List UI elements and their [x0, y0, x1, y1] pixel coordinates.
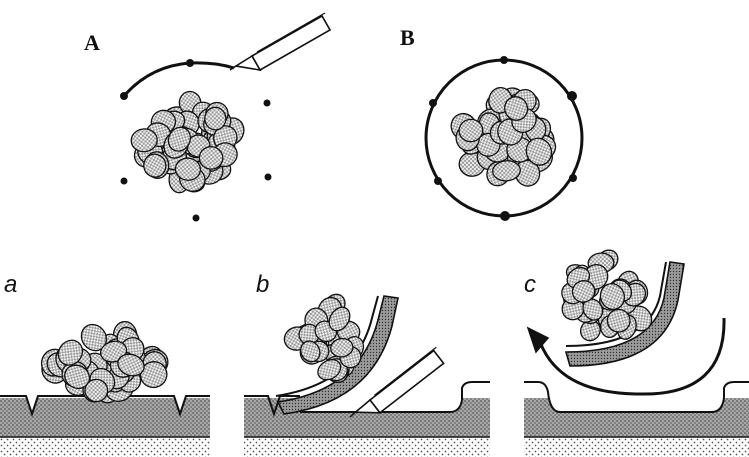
denuded-cavity — [524, 382, 749, 412]
anchor-dot — [264, 173, 272, 181]
panel-c — [524, 249, 749, 457]
anchor-dot — [263, 99, 271, 107]
cell-cluster — [450, 86, 557, 187]
panel-b — [244, 293, 490, 457]
anchor-dot — [120, 92, 128, 100]
cell-cluster — [561, 249, 653, 342]
cell-icon — [504, 96, 529, 121]
cell-icon — [492, 160, 521, 182]
lifted-film — [276, 295, 399, 415]
cell-icon — [117, 353, 145, 377]
anchor-dot — [434, 177, 442, 185]
panel-label-a: a — [4, 271, 17, 298]
cell-icon — [139, 361, 168, 389]
panel-label-A: A — [84, 30, 100, 55]
substrate-layer — [524, 437, 749, 457]
substrate-layer — [0, 437, 210, 457]
cell-icon — [330, 337, 354, 358]
anchor-dot — [192, 214, 200, 222]
cell-icon — [130, 128, 158, 153]
cell-icon — [84, 378, 109, 403]
cavity-outline — [524, 381, 749, 413]
anchor-dot — [120, 177, 128, 185]
cell-icon — [328, 306, 351, 332]
cell-icon — [174, 157, 202, 181]
panel-label-b: b — [256, 271, 269, 298]
cell-cluster — [40, 320, 169, 404]
cell-icon — [57, 339, 84, 366]
cell-icon — [525, 137, 553, 166]
substrate-layer — [244, 437, 490, 457]
cell-icon — [300, 340, 321, 363]
cell-icon — [167, 126, 192, 152]
cell-icon — [204, 106, 227, 131]
cell-icon — [606, 308, 631, 333]
cell-icon — [458, 118, 484, 143]
ring-arc-partial — [122, 61, 235, 97]
anchor-dot — [567, 91, 577, 101]
anchor-dot — [186, 59, 194, 67]
panel-B — [424, 56, 584, 221]
cell-cluster — [283, 293, 365, 384]
panel-label-c: c — [524, 271, 536, 298]
anchor-dot — [569, 174, 577, 182]
micropipette-icon — [229, 12, 331, 71]
surface-line — [244, 395, 300, 418]
panel-a — [0, 320, 210, 457]
cell-icon — [599, 282, 626, 311]
cell-icon — [143, 153, 167, 178]
cavity-outline — [300, 381, 490, 413]
anchor-dot — [500, 211, 510, 221]
cell-icon — [571, 280, 596, 303]
cell-cluster — [130, 90, 245, 194]
anchor-dot — [500, 56, 508, 64]
curved-arrow-icon — [538, 317, 726, 396]
anchor-dot — [429, 99, 437, 107]
lifted-film — [564, 261, 685, 367]
panel-label-B: B — [400, 25, 415, 50]
panel-A — [120, 12, 331, 222]
lift-cavity — [300, 382, 490, 412]
cell-icon — [317, 359, 342, 381]
cell-icon — [198, 146, 224, 170]
